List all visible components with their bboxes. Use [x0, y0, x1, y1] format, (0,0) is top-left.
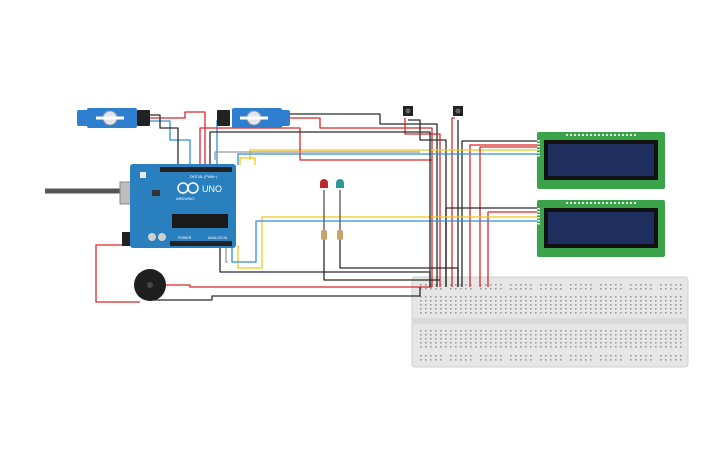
wire-arduino-gray-bottom	[225, 248, 228, 263]
wire-servo1-red	[150, 111, 206, 190]
wire-lcd1-black	[461, 140, 537, 287]
wire-servo2-red	[232, 117, 433, 287]
resistor-2[interactable]	[337, 230, 343, 240]
wire-arduino-red-top	[199, 127, 432, 165]
wire-arduino-black-bottom	[219, 248, 431, 287]
resistor-1[interactable]	[321, 230, 327, 240]
wire-lcd1-red	[469, 144, 537, 287]
wire-led2-bottom	[339, 240, 459, 287]
lcd-top-pins	[537, 134, 636, 157]
wire-arduino-black-top	[209, 131, 431, 287]
wire-buzzer-black	[150, 287, 421, 301]
wire-lcd1-red2	[479, 146, 537, 287]
wire-lcd1-yellow	[249, 149, 537, 160]
pushbutton-2[interactable]	[453, 106, 463, 116]
wire-lcd2-yellow	[237, 216, 537, 269]
servo-motor-right[interactable]	[217, 108, 290, 128]
arduino-model-label: UNO	[202, 184, 222, 194]
wire-btn1-red	[404, 118, 441, 287]
piezo-buzzer[interactable]	[134, 269, 166, 301]
led-red[interactable]	[320, 179, 328, 188]
wire-arduino-red-left	[95, 244, 140, 303]
wire-btn1-black	[408, 119, 447, 287]
wires	[45, 111, 537, 303]
wire-lcd2-black	[445, 207, 537, 287]
arduino-analog-label: ANALOG IN	[208, 236, 228, 240]
arduino-brand-label: ARDUINO	[176, 196, 194, 201]
lcd-display-top[interactable]	[537, 132, 665, 189]
wire-servo2-black	[232, 113, 438, 287]
servo-motor-left[interactable]	[77, 108, 150, 128]
wire-lcd1-blue	[237, 153, 537, 165]
wire-buzzer-red	[162, 284, 432, 288]
breadboard-holes	[420, 284, 682, 361]
wire-servo1-black	[150, 114, 179, 215]
pushbutton-1[interactable]	[403, 106, 413, 116]
wire-arduino-yellow	[239, 157, 256, 165]
arduino-uno-board[interactable]: UNO ARDUINO DIGITAL (PWM~) POWER ANALOG …	[119, 164, 236, 248]
wire-led1-bottom	[323, 240, 440, 281]
wire-lcd2-red	[487, 211, 537, 287]
arduino-digital-label: DIGITAL (PWM~)	[190, 175, 217, 179]
wire-lcd2-blue	[231, 220, 537, 263]
wire-servo1-blue	[150, 120, 191, 200]
lcd-display-bottom[interactable]	[537, 200, 665, 257]
breadboard[interactable]	[411, 276, 689, 368]
wire-btn2-red	[451, 117, 455, 287]
arduino-power-label: POWER	[178, 236, 192, 240]
wire-arduino-gray	[214, 151, 420, 160]
led-teal[interactable]	[336, 179, 344, 188]
lcd-bottom-pins	[537, 202, 636, 225]
